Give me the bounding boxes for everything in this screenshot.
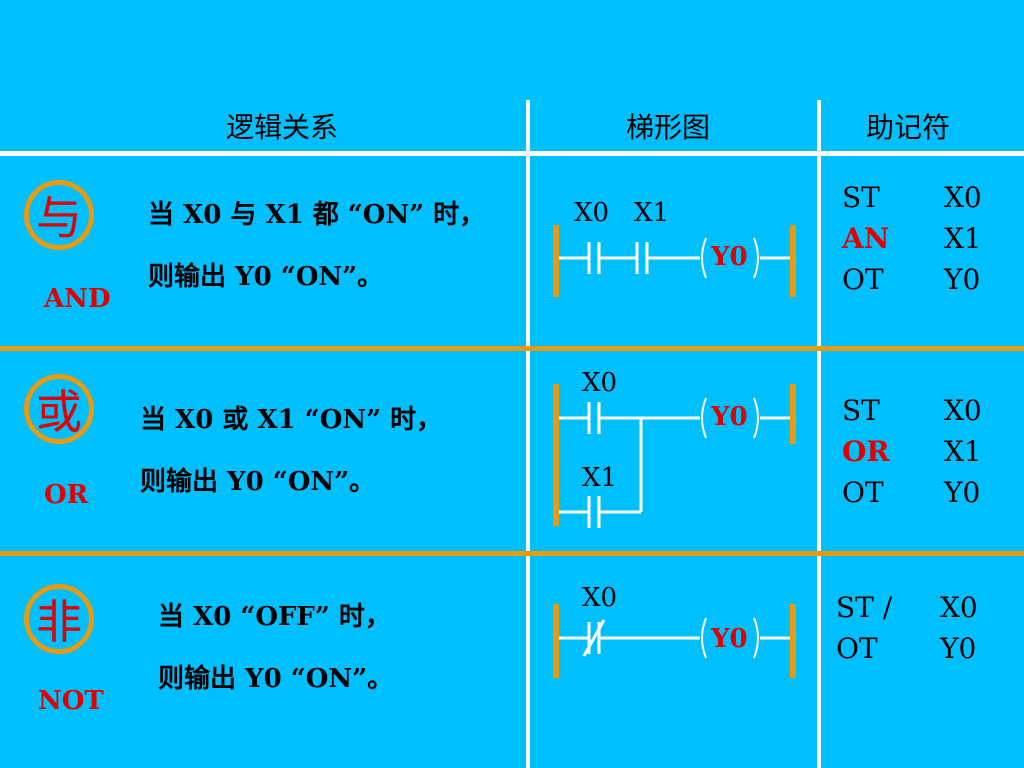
or-contact-x0: X0 <box>582 368 618 398</box>
not-ladder-rung <box>553 604 796 678</box>
or-desc-line1: 当 X0 或 X1 “ON” 时， <box>140 405 443 435</box>
not-left-rail <box>553 604 559 678</box>
not-symbol: 非 <box>24 584 94 654</box>
and-contact-x0-symbol <box>587 242 601 274</box>
or-contact-x1-symbol <box>587 496 601 528</box>
row-divider-2 <box>0 551 1024 556</box>
not-contact-x0-nc-symbol <box>582 619 606 657</box>
or-left-rail <box>553 384 559 526</box>
header-divider <box>0 151 1024 156</box>
and-left-rail <box>553 225 559 297</box>
or-coil-label: Y0 <box>711 402 748 432</box>
not-right-rail <box>790 604 796 678</box>
or-wire <box>559 416 790 514</box>
or-symbol: 或 <box>24 374 94 444</box>
header-ladder: 梯形图 <box>626 111 711 144</box>
and-contact-x1-symbol <box>635 242 649 274</box>
or-desc-line2: 则输出 Y0 “ON”。 <box>140 467 376 497</box>
and-symbol: 与 <box>24 180 94 250</box>
or-ladder-rung <box>553 384 796 528</box>
and-description: 当 X0 与 X1 都 “ON” 时， 则输出 Y0 “ON”。 <box>148 184 485 308</box>
and-contact-x1: X1 <box>634 198 670 228</box>
or-contact-x1: X1 <box>582 463 618 493</box>
header-logic: 逻辑关系 <box>226 111 339 144</box>
mnemonic-line: ST /X0 <box>836 591 978 624</box>
and-right-rail <box>790 225 796 297</box>
and-desc-line2: 则输出 Y0 “ON”。 <box>148 262 384 292</box>
column-divider-1 <box>526 100 530 768</box>
row-divider-1 <box>0 346 1024 351</box>
and-label: AND <box>44 284 111 314</box>
not-desc-line1: 当 X0 “OFF” 时， <box>158 602 391 632</box>
or-contact-x0-symbol <box>587 402 601 434</box>
and-desc-line1: 当 X0 与 X1 都 “ON” 时， <box>148 200 486 230</box>
not-coil-symbol <box>701 617 759 659</box>
not-label: NOT <box>38 686 104 716</box>
header-mnemonic: 助记符 <box>866 111 951 144</box>
or-description: 当 X0 或 X1 “ON” 时， 则输出 Y0 “ON”。 <box>140 389 442 513</box>
and-coil-label: Y0 <box>711 242 748 272</box>
and-coil-symbol <box>701 237 759 279</box>
or-right-rail <box>790 384 796 444</box>
not-desc-line2: 则输出 Y0 “ON”。 <box>158 664 394 694</box>
not-coil-label: Y0 <box>711 624 748 654</box>
column-divider-2 <box>817 100 821 768</box>
and-ladder-rung <box>553 225 796 297</box>
not-contact-x0: X0 <box>582 583 618 613</box>
and-contact-x0: X0 <box>574 198 610 228</box>
not-description: 当 X0 “OFF” 时， 则输出 Y0 “ON”。 <box>158 586 393 710</box>
or-coil-symbol <box>701 397 759 439</box>
or-label: OR <box>44 480 89 510</box>
